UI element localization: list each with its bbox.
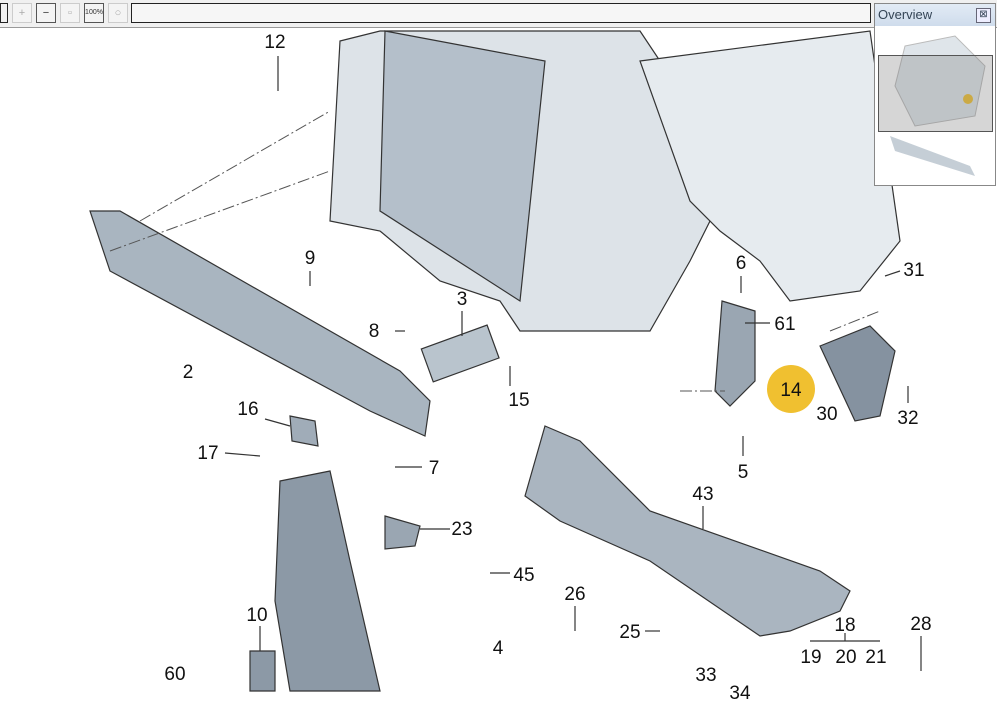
- callout-21[interactable]: 21: [865, 647, 886, 668]
- callout-20[interactable]: 20: [835, 647, 856, 668]
- overview-header: Overview ⊠: [875, 4, 995, 26]
- callout-23[interactable]: 23: [451, 519, 472, 540]
- overview-thumbnail: [890, 35, 986, 176]
- callouts: 1292831516177234510602625433436611453130…: [164, 32, 931, 704]
- callout-6[interactable]: 6: [736, 253, 747, 274]
- zoom-fit-button[interactable]: ○: [108, 3, 128, 23]
- callout-17[interactable]: 17: [197, 443, 218, 464]
- zoom-area-button[interactable]: ▫: [60, 3, 80, 23]
- callout-5[interactable]: 5: [738, 462, 749, 483]
- callout-7[interactable]: 7: [429, 458, 440, 479]
- callout-18[interactable]: 18: [834, 615, 855, 636]
- callout-14[interactable]: 14: [780, 380, 802, 401]
- highlight-marker[interactable]: [767, 365, 815, 413]
- leader-lines: [224, 56, 922, 671]
- zoom-in-button[interactable]: +: [12, 3, 32, 23]
- overview-viewport-frame[interactable]: [878, 55, 993, 132]
- overview-panel: Overview ⊠: [874, 3, 996, 186]
- callout-19[interactable]: 19: [800, 647, 821, 668]
- callout-30[interactable]: 30: [816, 404, 837, 425]
- callout-33[interactable]: 33: [695, 665, 716, 686]
- callout-45[interactable]: 45: [513, 565, 534, 586]
- address-field[interactable]: [131, 3, 871, 23]
- callout-16[interactable]: 16: [237, 399, 258, 420]
- callout-43[interactable]: 43: [692, 484, 713, 505]
- callout-61[interactable]: 61: [774, 314, 795, 335]
- callout-26[interactable]: 26: [564, 584, 585, 605]
- callout-9[interactable]: 9: [305, 248, 316, 269]
- callout-31[interactable]: 31: [903, 260, 924, 281]
- callout-32[interactable]: 32: [897, 408, 918, 429]
- callout-28[interactable]: 28: [910, 614, 931, 635]
- callout-10[interactable]: 10: [246, 605, 267, 626]
- zoom-100-button[interactable]: 100%: [84, 3, 104, 23]
- callout-25[interactable]: 25: [619, 622, 640, 643]
- callout-8[interactable]: 8: [369, 321, 380, 342]
- callout-12[interactable]: 12: [264, 32, 285, 53]
- overview-title: Overview: [878, 7, 933, 22]
- callout-60[interactable]: 60: [164, 664, 185, 685]
- callout-4[interactable]: 4: [493, 638, 504, 659]
- callout-15[interactable]: 15: [508, 390, 529, 411]
- callout-2[interactable]: 2: [183, 362, 194, 383]
- toolbar-handle: [0, 3, 8, 23]
- toolbar: + − ▫ 100% ○: [0, 0, 997, 27]
- callout-3[interactable]: 3: [457, 289, 468, 310]
- diagram-parts: [89, 30, 901, 692]
- zoom-out-button[interactable]: −: [36, 3, 56, 23]
- callout-34[interactable]: 34: [729, 683, 751, 704]
- dash-lines: [109, 110, 881, 392]
- close-icon[interactable]: ⊠: [976, 8, 991, 23]
